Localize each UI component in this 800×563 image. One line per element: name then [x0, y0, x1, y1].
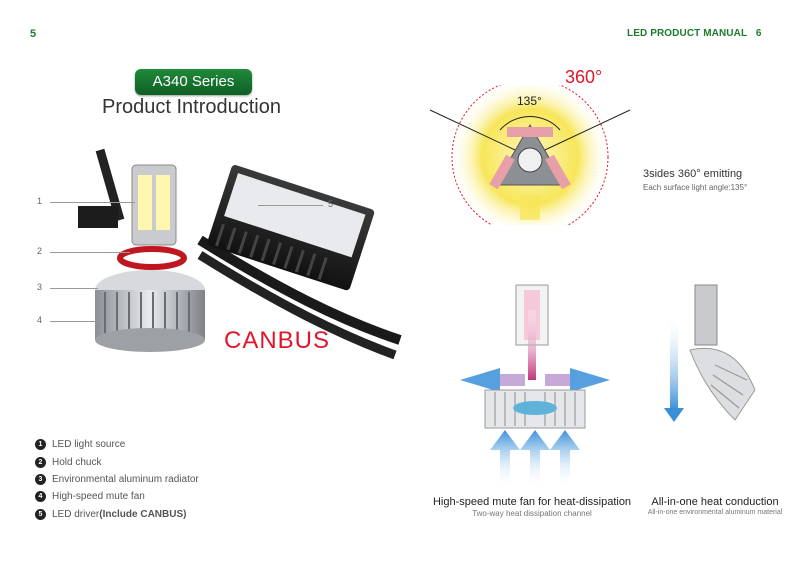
product-image	[78, 148, 402, 360]
legend-bold: (Include CANBUS)	[99, 509, 187, 520]
callout-3: 3	[37, 282, 43, 292]
legend-text: LED light source	[52, 439, 126, 450]
callout-line-1	[50, 202, 135, 203]
callout-2: 2	[37, 246, 43, 256]
legend-text: High-speed mute fan	[52, 491, 145, 502]
manual-header: LED PRODUCT MANUAL 6	[627, 28, 762, 39]
conduction-diagram	[664, 284, 756, 422]
series-badge: A340 Series	[135, 69, 252, 95]
legend-item-5: 5 LED driver(Include CANBUS)	[35, 509, 186, 520]
legend-item-1: 1 LED light source	[35, 439, 125, 450]
callout-line-5	[258, 205, 323, 206]
page-title: Product Introduction	[102, 96, 281, 118]
legend-bullet: 2	[35, 457, 46, 468]
fan-diagram-title: High-speed mute fan for heat-dissipation	[432, 496, 632, 508]
conduction-subtitle: All-in-one environmental aluminum materi…	[647, 509, 783, 516]
manual-title: PRODUCT MANUAL	[650, 28, 747, 39]
legend-item-3: 3 Environmental aluminum radiator	[35, 474, 199, 485]
page-number-right: 6	[755, 28, 762, 39]
callout-line-4	[50, 321, 100, 322]
angle-135-label: 135°	[517, 94, 542, 108]
callout-line-2	[50, 252, 130, 253]
legend-bullet: 5	[35, 509, 46, 520]
legend-bullet: 3	[35, 474, 46, 485]
legend-item-2: 2 Hold chuck	[35, 457, 101, 468]
emission-subtitle: Each surface light angle:135°	[643, 183, 748, 192]
emission-diagram	[429, 85, 631, 225]
angle-360-label: 360°	[565, 67, 603, 87]
led-word: LED	[627, 28, 648, 39]
fan-diagram	[460, 284, 610, 485]
page-number-left: 5	[30, 28, 37, 40]
emission-title: 3sides 360° emitting	[643, 168, 743, 180]
conduction-title: All-in-one heat conduction	[651, 496, 779, 508]
legend-bullet: 1	[35, 439, 46, 450]
legend-bullet: 4	[35, 491, 46, 502]
legend-item-4: 4 High-speed mute fan	[35, 491, 145, 502]
legend-text: Environmental aluminum radiator	[52, 474, 199, 485]
callout-5: 5	[328, 199, 334, 209]
legend-text: LED driver(Include CANBUS)	[52, 509, 187, 520]
legend-text: Hold chuck	[52, 457, 102, 468]
fan-diagram-subtitle: Two-way heat dissipation channel	[472, 509, 592, 518]
callout-1: 1	[37, 196, 43, 206]
callout-4: 4	[37, 315, 43, 325]
callout-line-3	[50, 288, 98, 289]
canbus-label: CANBUS	[224, 327, 331, 354]
